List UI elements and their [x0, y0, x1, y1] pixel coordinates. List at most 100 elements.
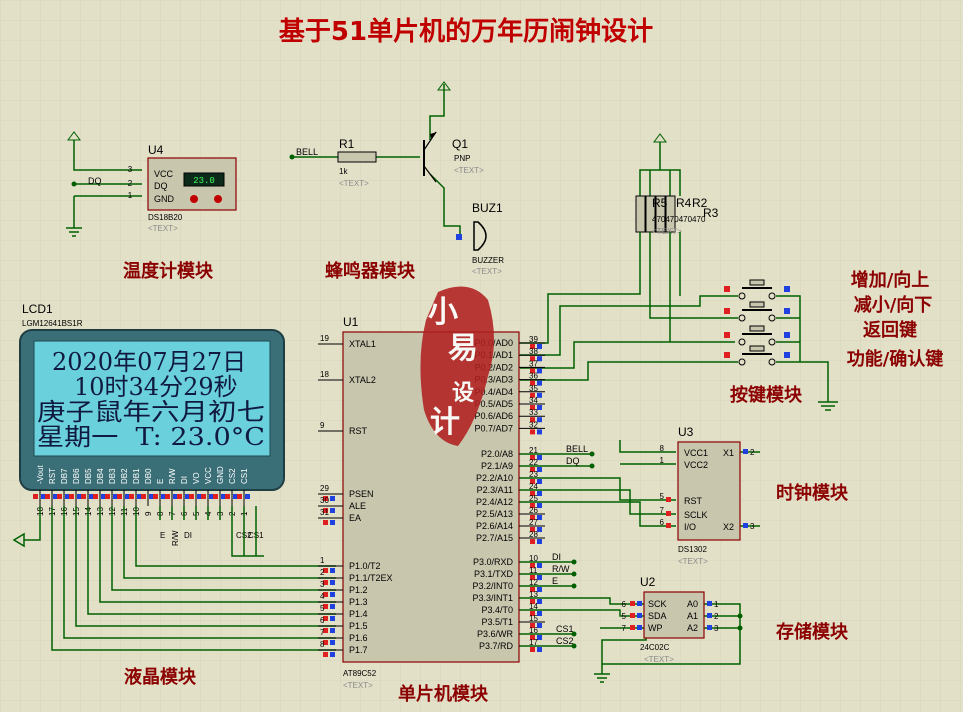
lcd-pin-label: DB6	[72, 468, 81, 484]
mcu-net-label: CS1	[556, 624, 574, 634]
junction-dot	[571, 571, 577, 577]
watermark-logo: 小 易 设 计	[420, 286, 494, 446]
mcu-pin-number: 37	[529, 359, 538, 368]
pin-marker	[330, 592, 335, 597]
eeprom-body	[643, 591, 705, 639]
pin-marker	[537, 503, 542, 508]
u4-pin-vcc: VCC	[154, 169, 174, 179]
resistor-values: 470470470470	[652, 215, 706, 224]
buzzer-component: BELL R1 1k <TEXT> Q1 PNP <TEXT> BUZ1 BUZ…	[289, 81, 504, 276]
junction-dot	[289, 154, 295, 160]
ds1302-body	[677, 441, 741, 541]
mcu-pin-name: P0.4/AD4	[474, 387, 513, 397]
u4-ref: U4	[148, 143, 164, 157]
pin-marker	[129, 494, 134, 499]
lcd-bus-wires	[38, 506, 336, 651]
pin-marker	[189, 494, 194, 499]
ds1302-pin-name: X2	[723, 522, 734, 532]
lcd-pin-label: CS1	[240, 468, 249, 484]
u4-net-dq: DQ	[88, 176, 102, 186]
ds1302-pin-name: VCC1	[684, 448, 708, 458]
junction-dot	[71, 181, 77, 187]
pin-marker	[185, 494, 190, 499]
ground-icon	[66, 227, 82, 237]
eeprom-pin-name: SCK	[648, 599, 667, 609]
ds18b20-readout	[183, 172, 225, 187]
mcu-pin-name: P3.5/T1	[481, 617, 513, 627]
mcu-pin-name: P3.0/RXD	[473, 557, 514, 567]
pin-marker	[93, 494, 98, 499]
pin-marker	[456, 234, 462, 240]
mcu-pin-name: P2.5/A13	[476, 509, 513, 519]
pin-marker	[323, 520, 328, 525]
mcu-pin-number: 17	[529, 638, 538, 647]
increase-temp-button[interactable]	[214, 195, 222, 203]
mcu-pin-name: P1.4	[349, 609, 368, 619]
pin-marker	[330, 508, 335, 513]
mcu-pin-name: P3.4/T0	[481, 605, 513, 615]
mcu-pin-number: 19	[320, 334, 329, 343]
pin-marker	[530, 392, 535, 398]
lcd-pin-label: DB4	[96, 468, 105, 484]
key-confirm-switch[interactable]	[724, 345, 790, 366]
pin-marker	[173, 494, 178, 499]
lcd-pin-label: DB5	[84, 468, 93, 484]
key-down-switch[interactable]	[724, 301, 790, 322]
mcu-pin-number: 25	[529, 494, 538, 503]
pin-marker	[530, 539, 535, 544]
q1-text-placeholder: <TEXT>	[454, 166, 484, 175]
mcu-pin-name: P2.0/A8	[481, 449, 513, 459]
buz1-part: BUZZER	[472, 256, 504, 265]
pin-marker	[237, 494, 242, 499]
mcu-pin-name: P0.6/AD6	[474, 411, 513, 421]
pin-marker	[330, 604, 335, 609]
pin-marker	[637, 613, 642, 618]
mcu-left-pins: 19XTAL118XTAL29RST29PSEN30ALE31EA1P1.0/T…	[318, 334, 393, 657]
u3-ref: U3	[678, 425, 694, 439]
resistor-text-placeholder: <TEXT>	[652, 227, 682, 236]
pin-marker	[77, 494, 82, 499]
pin-marker	[330, 580, 335, 585]
watermark-char-3: 设	[452, 380, 474, 406]
pin-marker	[537, 491, 542, 496]
key-back-switch[interactable]	[724, 325, 790, 346]
pin-marker	[530, 599, 535, 604]
eeprom-pin-number: 5	[622, 612, 627, 621]
pin-marker	[537, 479, 542, 484]
ds1302-wires	[619, 440, 760, 527]
pin-marker	[323, 616, 328, 621]
pin-marker	[743, 449, 748, 454]
u3-part: DS1302	[678, 545, 707, 554]
eeprom-wires	[600, 603, 741, 674]
power-icon	[653, 133, 667, 143]
pin-marker	[537, 515, 542, 520]
mcu-pin-name: P1.0/T2	[349, 561, 381, 571]
pin-marker	[530, 575, 535, 580]
ds1302-pin-number: 5	[660, 492, 665, 501]
mcu-pin-name: P3.7/RD	[479, 641, 514, 651]
pin-marker	[65, 494, 70, 499]
eeprom-pin-number: 7	[622, 624, 627, 633]
ds1302-pin-number: 6	[660, 518, 665, 527]
key-wires	[520, 232, 738, 381]
lcd-pin-label: DB7	[60, 468, 69, 484]
mcu-pin-name: P3.2/INT0	[472, 581, 513, 591]
pin-marker	[537, 429, 542, 435]
key-up-switch[interactable]	[724, 279, 790, 300]
pin-marker	[537, 356, 542, 362]
mcu-pin-name: P1.5	[349, 621, 368, 631]
decrease-temp-button[interactable]	[190, 195, 198, 203]
u4-pin-dq: DQ	[154, 181, 168, 191]
pin-marker	[530, 380, 535, 386]
pin-marker	[69, 494, 74, 499]
pin-marker	[743, 523, 748, 528]
pin-marker	[630, 601, 635, 606]
pin-marker	[330, 496, 335, 501]
pin-marker	[530, 503, 535, 508]
thermometer-module-label: 温度计模块	[123, 260, 214, 282]
eeprom-pin-number: 6	[622, 600, 627, 609]
pin-marker	[323, 568, 328, 573]
mcu-pin-number: 8	[320, 640, 325, 649]
pin-marker	[707, 613, 712, 618]
